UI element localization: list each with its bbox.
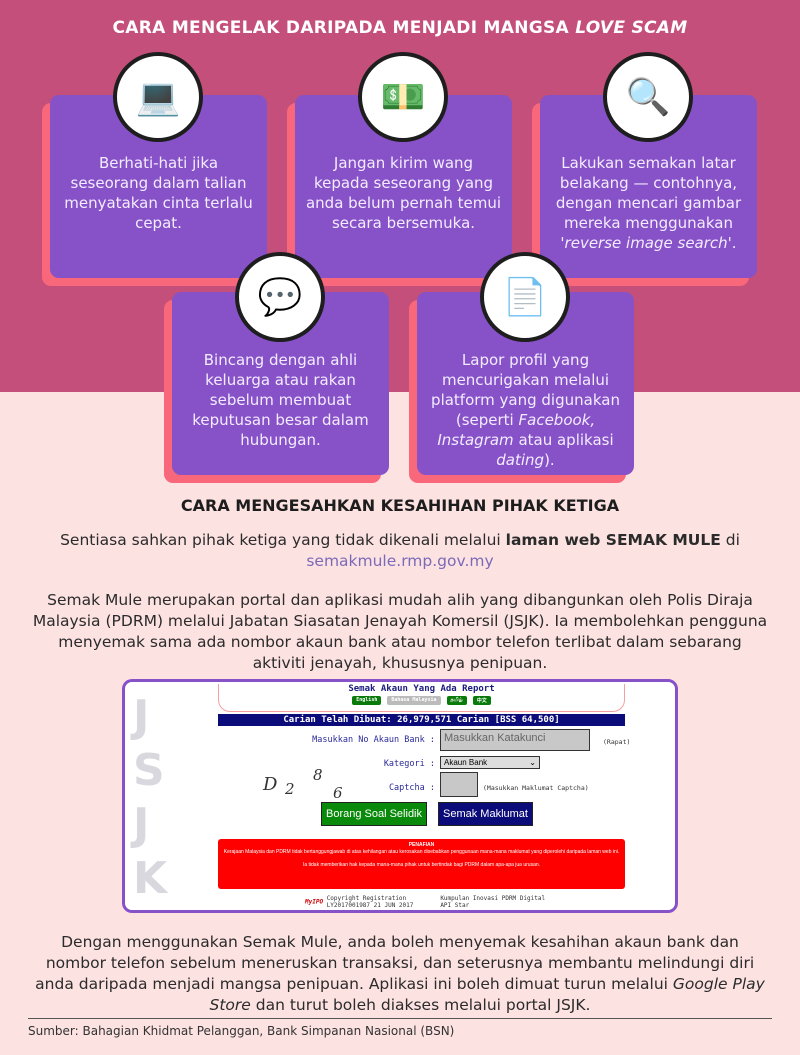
discussion-icon: 💬: [235, 252, 325, 342]
laptop-hearts-icon: 💻: [113, 52, 203, 142]
category-label: Kategori :: [383, 759, 435, 769]
category-select[interactable]: Akaun Bank⌄: [440, 756, 540, 769]
account-note: (Rapat): [603, 738, 631, 746]
myipo-logo: MyIPO: [305, 898, 324, 906]
captcha-input[interactable]: [440, 772, 478, 797]
captcha-char: 6: [333, 784, 343, 802]
captcha-char: D: [263, 774, 278, 795]
captcha-label: Captcha :: [388, 783, 435, 793]
source-note: Sumber: Bahagian Khidmat Pelanggan, Bank…: [28, 1024, 455, 1038]
semakmule-link[interactable]: semakmule.rmp.gov.my: [306, 552, 494, 570]
report-profile-icon: 📄: [480, 252, 570, 342]
divider: [28, 1018, 772, 1019]
tip-text: Jangan kirim wang kepada seseorang yang …: [305, 154, 501, 232]
screenshot-footer: MyIPO Copyright Registration LY201700198…: [305, 895, 546, 909]
search-counter: Carian Telah Dibuat: 26,979,571 Carian […: [218, 714, 625, 726]
main-heading: CARA MENGELAK DARIPADA MENJADI MANGSA LO…: [112, 18, 688, 38]
lang-chinese[interactable]: 中文: [472, 696, 491, 705]
tip-card-4: Bincang dengan ahli keluarga atau rakan …: [172, 292, 389, 475]
chevron-down-icon: ⌄: [529, 758, 536, 767]
tip-text: Bincang dengan ahli keluarga atau rakan …: [192, 351, 369, 449]
tip-text: Berhati-hati jika seseorang dalam talian…: [64, 154, 253, 232]
lang-malay[interactable]: Bahasa Malaysia: [387, 696, 441, 705]
intro-paragraph: Sentiasa sahkan pihak ketiga yang tidak …: [60, 531, 740, 570]
money-hand-icon: 💵: [358, 52, 448, 142]
document-search-icon: 🔍: [603, 52, 693, 142]
tip-text: Lapor profil yang mencurigakan melalui p…: [431, 351, 620, 469]
account-input[interactable]: Masukkan Katakunci: [440, 729, 590, 751]
lang-tamil[interactable]: தமிழ்: [446, 696, 467, 705]
account-label: Masukkan No Akaun Bank :: [312, 735, 435, 745]
captcha-char: 8: [313, 766, 323, 784]
check-button[interactable]: Semak Maklumat: [438, 802, 533, 826]
captcha-char: 2: [285, 780, 295, 798]
closing-paragraph: Dengan menggunakan Semak Mule, anda bole…: [35, 933, 765, 1014]
survey-button[interactable]: Borang Soal Selidik: [321, 802, 428, 826]
description-paragraph: Semak Mule merupakan portal dan aplikasi…: [32, 591, 768, 672]
section-heading: CARA MENGESAHKAN KESAHIHAN PIHAK KETIGA: [180, 496, 620, 515]
tip-card-3: Lakukan semakan latar belakang — contohn…: [540, 95, 757, 278]
lang-english[interactable]: English: [352, 696, 382, 705]
tip-text: Lakukan semakan latar belakang — contohn…: [555, 154, 742, 252]
captcha-note: (Masukkan Maklumat Captcha): [483, 784, 589, 792]
